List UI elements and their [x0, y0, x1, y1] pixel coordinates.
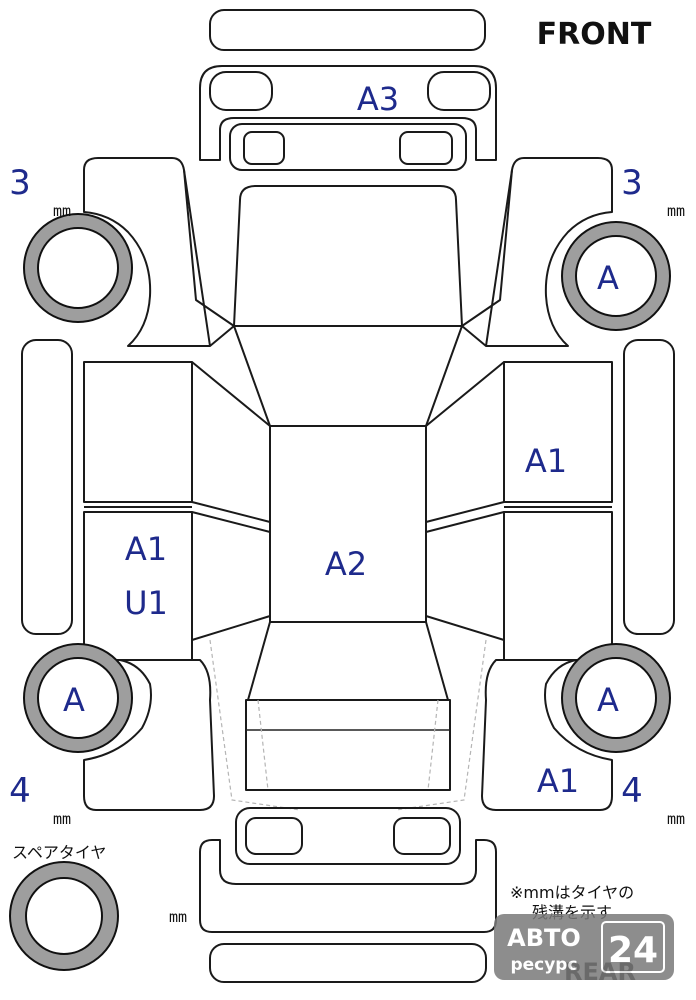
rear-left-tire-mark: A — [63, 681, 85, 719]
rear-right-tread-value: 4 — [621, 771, 643, 811]
front-right-tire-mark: A — [597, 259, 619, 297]
right-a-pillar-line — [461, 169, 513, 327]
rear-left-tire: A — [23, 643, 133, 753]
left-rear-door-damage-code-1: A1 — [125, 530, 167, 568]
front-right-tread-value: 3 — [621, 163, 643, 203]
left-rear-door-damage-code-2: U1 — [124, 584, 168, 622]
right-side-sill — [623, 339, 675, 635]
spare-tire-label: スペアタイヤ — [12, 843, 106, 862]
right-rear-door — [425, 511, 613, 661]
right-front-door — [425, 361, 613, 523]
front-label: FRONT — [537, 17, 652, 52]
front-right-tire: A — [561, 221, 671, 331]
c-pillar-section — [247, 621, 449, 701]
roof-panel — [269, 425, 427, 623]
rear-left-tread-value: 4 — [9, 771, 31, 811]
hood-panel — [199, 65, 497, 161]
right-rear-quarter — [481, 659, 613, 811]
watermark: АВТО ресурс 24 — [494, 914, 674, 980]
rear-bumper — [209, 943, 487, 983]
right-rear-quarter-damage-code: A1 — [537, 762, 579, 800]
watermark-brand-top: АВТО — [507, 924, 581, 952]
a-pillar-section — [233, 325, 463, 427]
right-fog-light — [399, 131, 453, 165]
rear-panel — [199, 839, 497, 933]
front-left-tread-value: 3 — [9, 163, 31, 203]
front-left-tread-unit: mm — [53, 202, 71, 220]
trunk-lid — [235, 807, 461, 865]
right-front-fender — [461, 157, 613, 347]
left-fog-light — [243, 131, 285, 165]
tread-note-line-1: ※mmはタイヤの — [510, 883, 634, 902]
rear-right-tread-unit: mm — [667, 810, 685, 828]
right-headlight — [427, 71, 491, 111]
front-left-tire — [23, 213, 133, 323]
front-grille — [229, 123, 467, 171]
front-windshield — [233, 185, 463, 327]
watermark-brand-bottom: ресурс — [510, 955, 577, 975]
rear-glass — [245, 699, 451, 791]
left-front-door — [83, 361, 271, 523]
front-bumper — [209, 9, 486, 51]
watermark-badge-frame — [601, 921, 665, 973]
left-front-fender — [83, 157, 235, 347]
rear-right-tire: A — [561, 643, 671, 753]
front-right-tread-unit: mm — [667, 202, 685, 220]
left-tail-light — [245, 817, 303, 855]
left-side-sill — [21, 339, 73, 635]
rear-right-tire-mark: A — [597, 681, 619, 719]
right-front-door-damage-code: A1 — [525, 442, 567, 480]
hidden-body-contours — [209, 639, 487, 811]
left-rear-door — [83, 511, 271, 661]
right-tail-light — [393, 817, 451, 855]
roof-damage-code: A2 — [325, 545, 367, 583]
left-a-pillar-line — [183, 169, 235, 327]
hood-damage-code: A3 — [357, 80, 399, 118]
spare-tire-tread-unit: mm — [169, 908, 187, 926]
watermark-badge: 24 — [608, 930, 658, 971]
rear-left-tread-unit: mm — [53, 810, 71, 828]
left-headlight — [209, 71, 273, 111]
left-rear-quarter — [83, 659, 215, 811]
spare-tire — [9, 861, 119, 971]
